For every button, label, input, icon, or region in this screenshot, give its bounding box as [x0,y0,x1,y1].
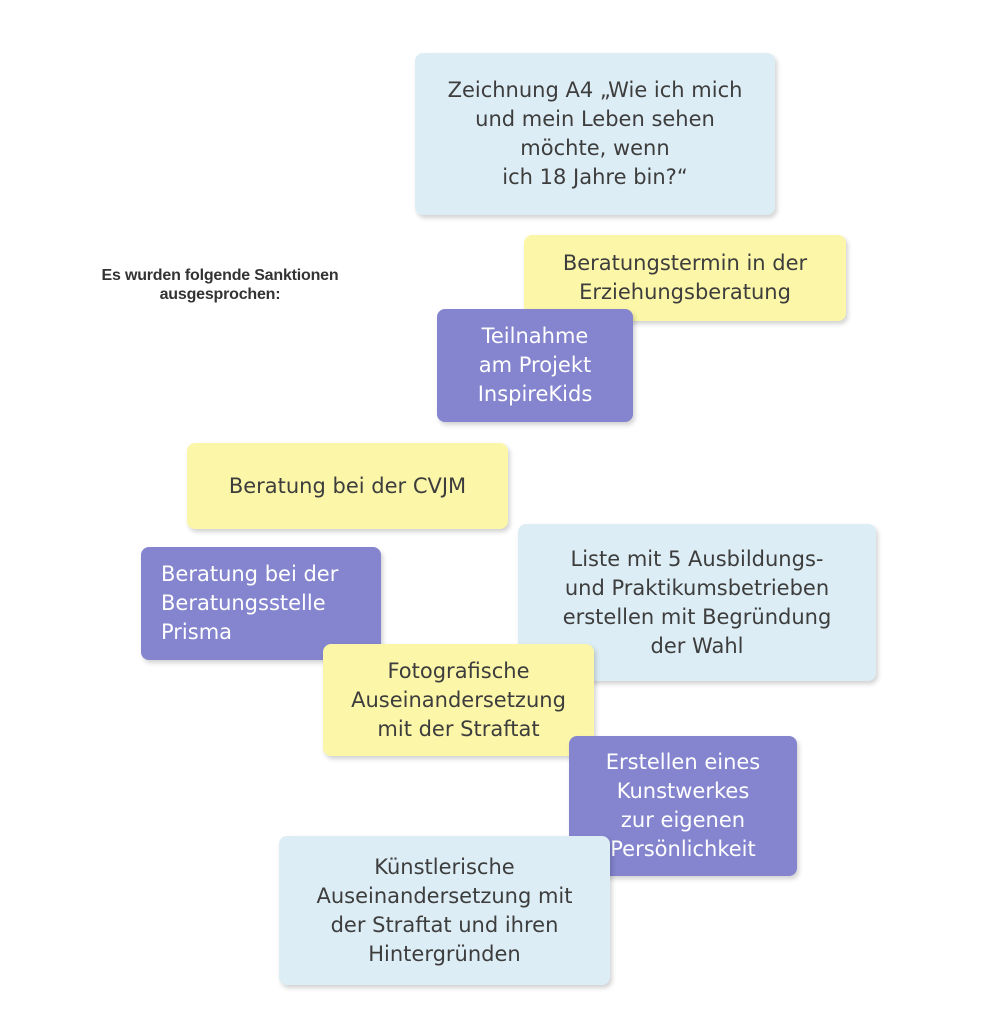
sanctions-heading: Es wurden folgende Sanktionen ausgesproc… [101,267,339,303]
card-zeichnung: Zeichnung A4 „Wie ich mich und mein Lebe… [415,53,775,215]
card-liste: Liste mit 5 Ausbildungs- und Praktikumsb… [518,524,876,681]
card-kuenstlerische: Künstlerische Auseinandersetzung mit der… [279,836,610,985]
card-cvjm: Beratung bei der CVJM [187,443,508,529]
card-fotografische: Fotografische Auseinandersetzung mit der… [323,644,594,756]
card-inspirekids: Teilnahme am Projekt InspireKids [437,309,633,422]
card-beratungstermin: Beratungstermin in der Erziehungsberatun… [524,235,846,321]
card-kunstwerk: Erstellen eines Kunstwerkes zur eigenen … [569,736,797,876]
card-prisma: Beratung bei der Beratungsstelle Prisma [141,547,381,660]
